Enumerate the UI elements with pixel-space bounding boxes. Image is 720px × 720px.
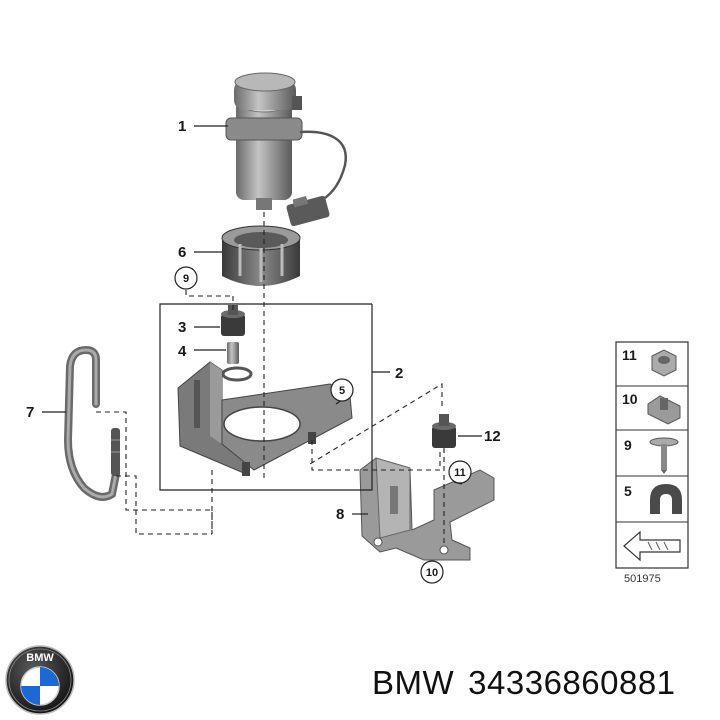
legend-item-10: 10 — [622, 391, 681, 425]
hex-nut-icon — [651, 349, 677, 377]
callout-9: 9 — [183, 273, 189, 285]
pump-bracket-part — [177, 361, 353, 476]
callout-7: 7 — [26, 404, 34, 421]
assembly-lines — [96, 212, 445, 545]
callout-2: 2 — [395, 365, 403, 382]
part-number: 34336860881 — [468, 664, 676, 701]
svg-text:BMW: BMW — [26, 652, 54, 664]
callout-1: 1 — [178, 118, 186, 135]
rubber-mount-12-part — [432, 414, 456, 448]
bmw-logo: BMW — [5, 645, 75, 715]
callout-3: 3 — [178, 319, 186, 336]
support-bracket-part — [359, 457, 495, 561]
svg-text:10: 10 — [622, 391, 638, 407]
svg-text:5: 5 — [624, 483, 632, 499]
callouts: 1 2 3 4 6 7 8 12 9 5 11 10 — [26, 118, 501, 584]
legend-item-11: 11 — [622, 347, 677, 377]
leader-lines — [42, 125, 482, 572]
diagram-reference: 501975 — [624, 573, 661, 585]
callout-6: 6 — [178, 244, 186, 261]
svg-text:11: 11 — [622, 347, 637, 363]
callout-5: 5 — [339, 385, 345, 397]
brand-name: BMW — [372, 664, 455, 701]
vacuum-pump-part — [225, 72, 348, 227]
callout-4: 4 — [178, 343, 187, 360]
clip-nut-icon — [647, 395, 681, 425]
legend-item-9: 9 — [624, 437, 679, 474]
callout-8: 8 — [336, 506, 344, 523]
pipe-clamp-icon — [650, 484, 682, 514]
legend-panel: 11 10 9 5 — [615, 341, 689, 585]
svg-text:9: 9 — [624, 437, 632, 453]
legend-item-5: 5 — [624, 483, 682, 514]
arrow-icon — [623, 530, 681, 562]
damper-ring-part — [221, 225, 301, 286]
bushing-part — [221, 342, 253, 382]
callout-11: 11 — [454, 467, 466, 479]
part-caption: BMW 34336860881 — [372, 664, 690, 702]
vacuum-hose-part — [63, 345, 120, 501]
callout-12: 12 — [484, 428, 501, 445]
connector-plug-part — [286, 195, 330, 227]
callout-10: 10 — [426, 567, 438, 579]
screw-icon — [649, 437, 679, 474]
